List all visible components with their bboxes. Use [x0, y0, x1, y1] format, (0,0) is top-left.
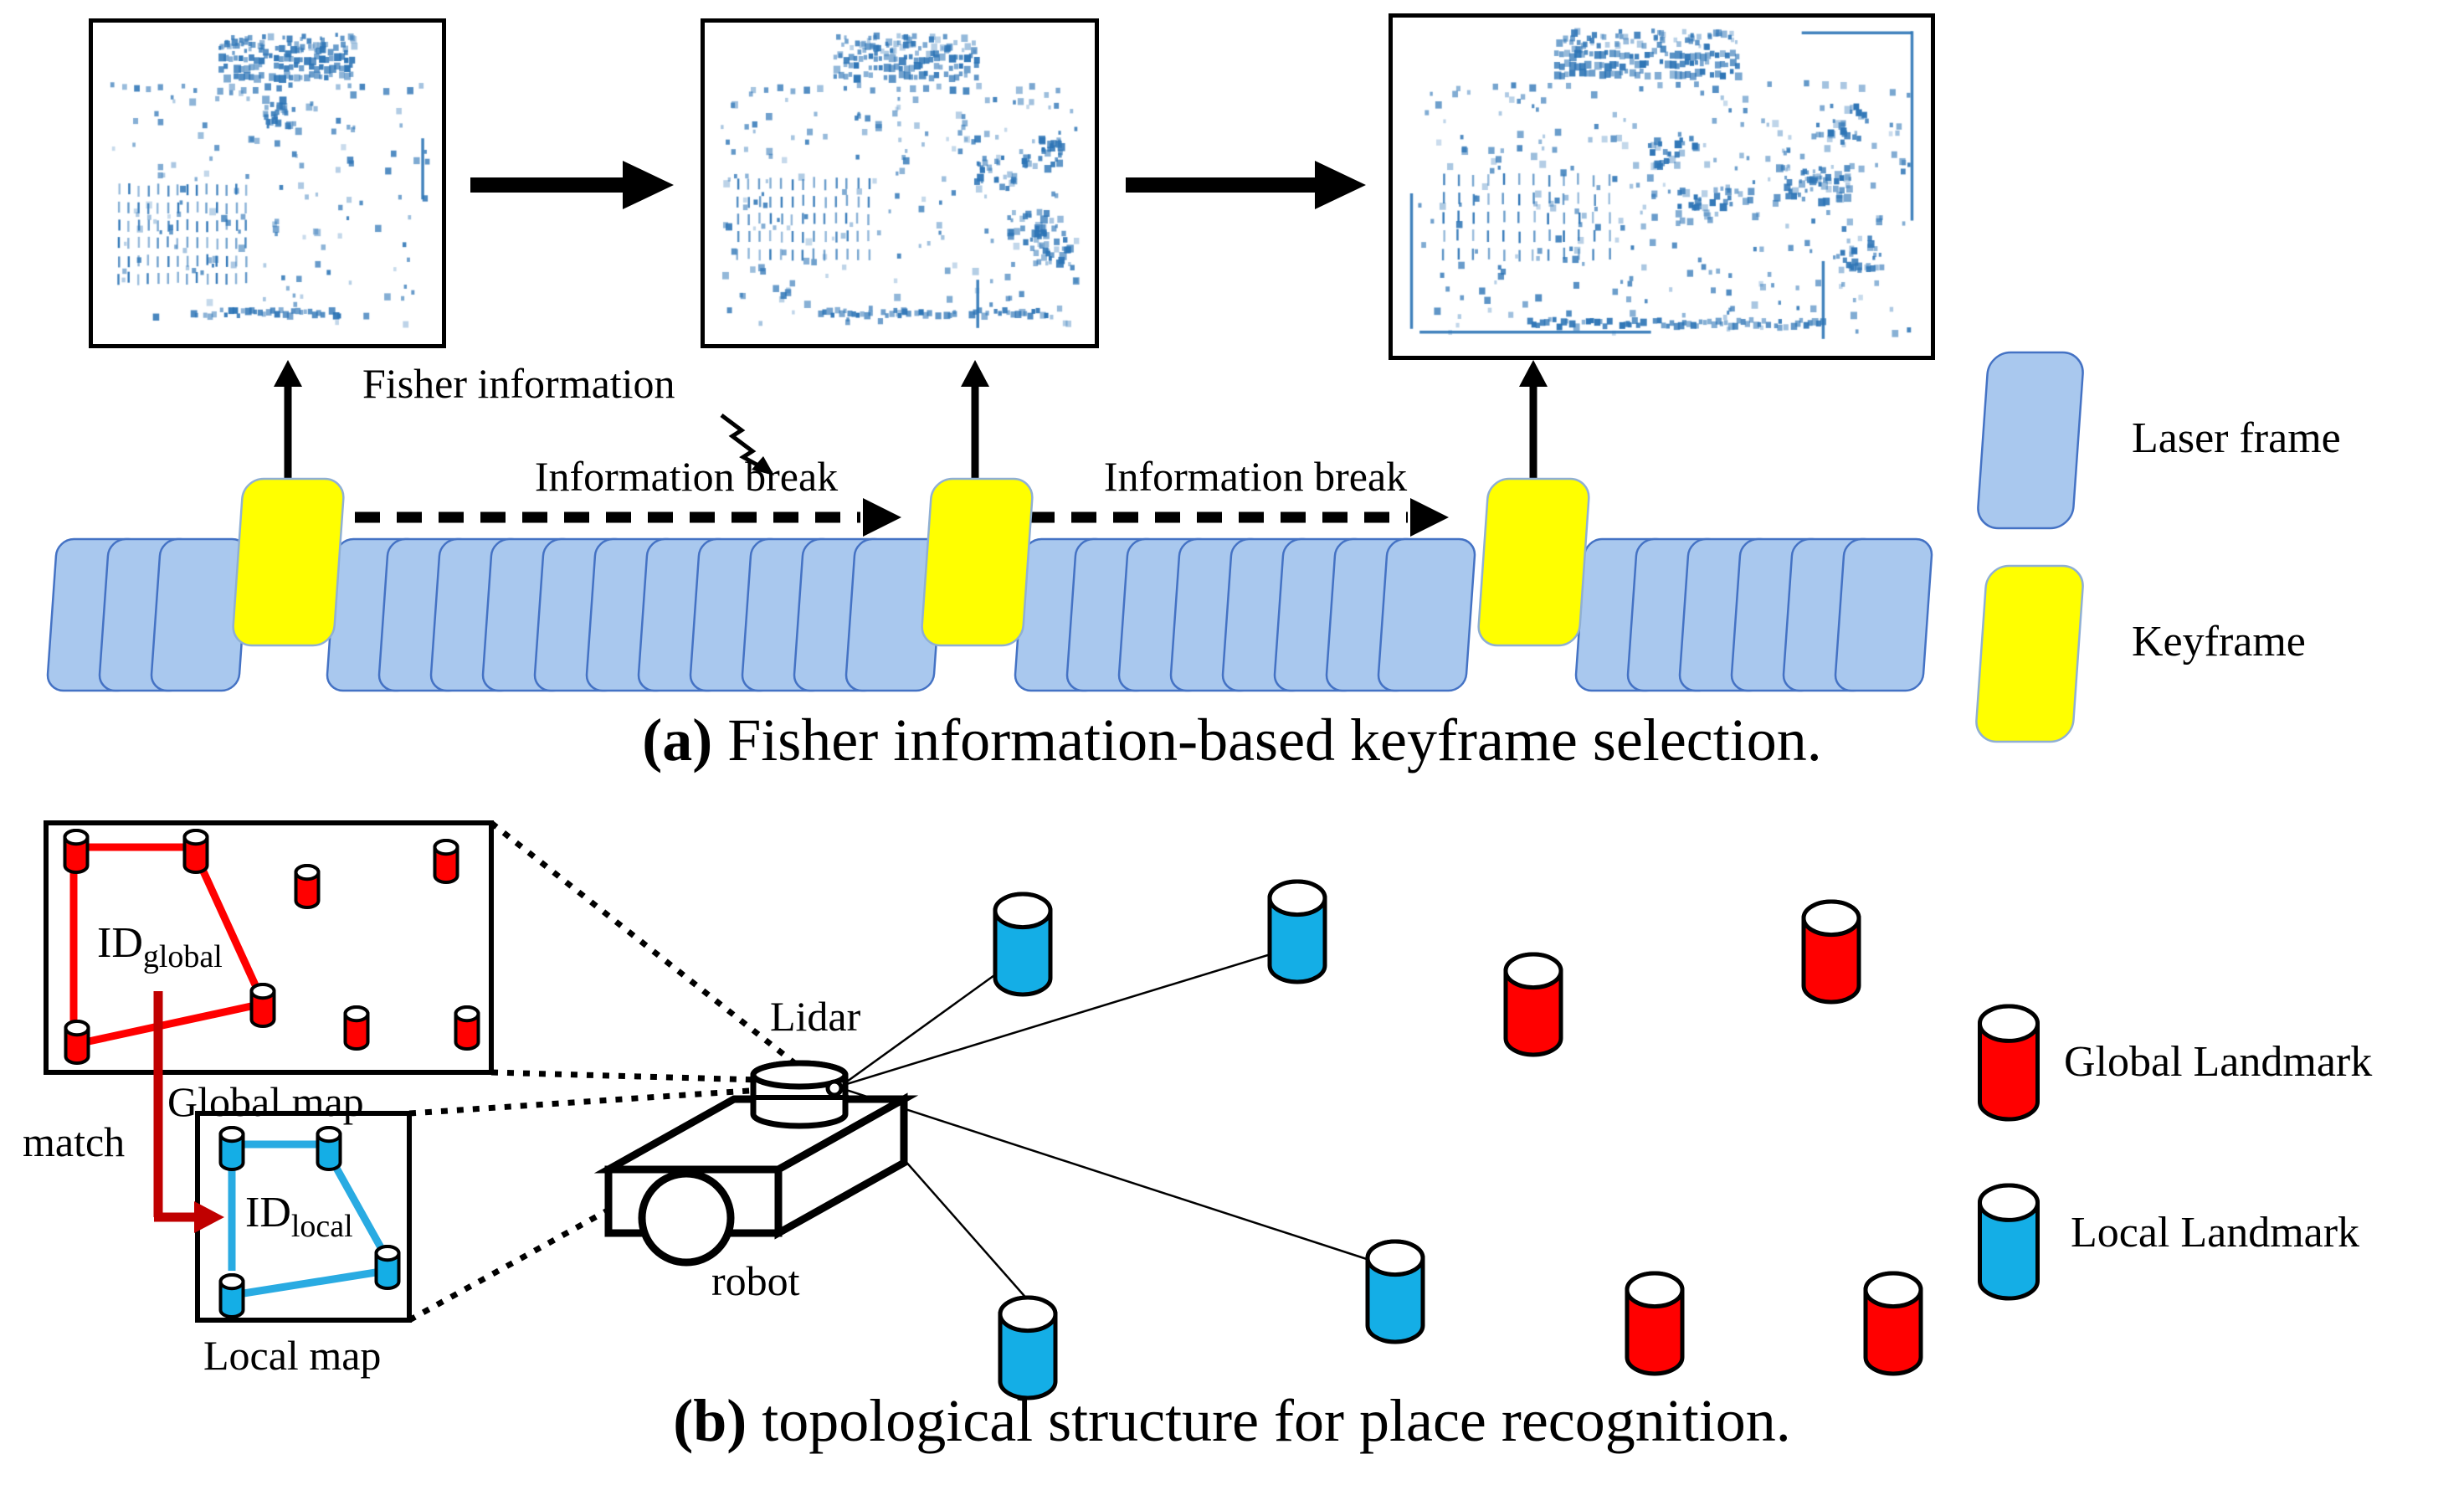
global-map-node-cylinder-top — [182, 829, 209, 846]
global-map-node-cylinder-top — [63, 829, 90, 846]
keyframe — [921, 477, 1034, 647]
robot-label: robot — [711, 1257, 800, 1304]
scan-arrow-head — [623, 161, 674, 209]
local-map-node-cylinder-top — [374, 1245, 401, 1262]
keyframe-up-arrow-shaft — [1529, 383, 1537, 483]
local-map-node-cylinder-top — [218, 1126, 245, 1144]
local-landmark-cylinder-top — [1267, 879, 1327, 917]
legend-laser-frame-swatch — [1977, 351, 2084, 530]
id-local-label: IDlocal — [245, 1189, 353, 1244]
global-landmark-cylinder-top — [1863, 1271, 1923, 1309]
global-landmark-cylinder-top — [1625, 1271, 1685, 1309]
legend-local-landmark-cylinder-top — [1978, 1183, 2040, 1222]
caption-b-index: (b) — [673, 1387, 747, 1454]
keyframe — [1477, 477, 1590, 647]
caption-a-text: Fisher information-based keyframe select… — [712, 707, 1822, 773]
keyframe-up-arrow-head — [1519, 360, 1548, 387]
scan-arrow-shaft — [1126, 177, 1318, 193]
global-map-label: Global map — [167, 1078, 364, 1125]
legend-global-landmark-label: Global Landmark — [2064, 1038, 2373, 1086]
scan-arrow-shaft — [470, 177, 626, 193]
local-map-label: Local map — [203, 1332, 382, 1379]
global-landmark-cylinder-top — [1801, 899, 1861, 938]
local-landmark-cylinder-top — [993, 892, 1053, 930]
information-break-arrow-head — [863, 498, 901, 537]
global-map-edge — [195, 861, 265, 1000]
local-map-edge — [331, 1161, 385, 1251]
fisher-squiggle-arrow — [720, 414, 760, 468]
scan-arrow-head — [1315, 161, 1366, 209]
id-global-label: IDglobal — [97, 919, 223, 974]
laser-scan-3-box — [1389, 13, 1935, 360]
match-label: match — [23, 1118, 126, 1165]
lidar-sensor-circle — [825, 1079, 844, 1097]
local-map-node-cylinder-top — [218, 1273, 245, 1291]
laser-frame — [1377, 537, 1476, 692]
local-landmark-cylinder-top — [998, 1295, 1058, 1334]
global-map-node-cylinder-top — [433, 839, 459, 856]
global-map-node-cylinder-top — [343, 1005, 370, 1023]
laser-scan-3 — [1393, 18, 1931, 356]
information-break-arrow-head — [1410, 498, 1449, 537]
laser-scan-2-box — [701, 18, 1099, 348]
keyframe-up-arrow-head — [274, 360, 302, 387]
legend-keyframe-label: Keyframe — [2132, 618, 2306, 666]
map-projection-dotted-line — [490, 1069, 790, 1084]
robot-wheel — [638, 1169, 735, 1267]
global-map-node-cylinder-top — [454, 1005, 480, 1023]
lidar-sight-line — [840, 953, 1271, 1087]
keyframe — [232, 477, 345, 647]
caption-a: (a) Fisher information-based keyframe se… — [0, 706, 2464, 775]
laser-scan-1-box — [89, 18, 446, 348]
caption-a-index: (a) — [642, 707, 713, 773]
lidar-sight-line — [840, 969, 1001, 1087]
fisher-information-label: Fisher information — [362, 360, 675, 407]
caption-b: (b) topological structure for place reco… — [0, 1386, 2464, 1456]
legend-laser-frame-label: Laser frame — [2132, 414, 2341, 462]
keyframe-up-arrow-head — [961, 360, 989, 387]
local-map-node-cylinder-top — [316, 1126, 342, 1144]
global-map-node-cylinder-top — [249, 983, 276, 1000]
legend-local-landmark-label: Local Landmark — [2071, 1209, 2360, 1257]
caption-b-text: topological structure for place recognit… — [747, 1387, 1791, 1454]
information-break-label-1: Information break — [534, 453, 839, 500]
information-break-label-2: Information break — [1103, 453, 1408, 500]
global-map-node-cylinder-top — [294, 864, 321, 881]
fisher-squiggle-arrow-head — [752, 456, 774, 475]
lidar-sight-line — [840, 1087, 1370, 1262]
local-landmark-cylinder-top — [1365, 1239, 1425, 1277]
match-arrow-head — [194, 1201, 224, 1233]
global-map-box — [44, 820, 494, 1075]
laser-scan-1 — [93, 23, 442, 344]
global-map-edge — [88, 1002, 252, 1046]
map-projection-dotted-line — [489, 820, 799, 1067]
keyframe-up-arrow-shaft — [284, 383, 292, 483]
lidar-cylinder-top — [750, 1060, 849, 1090]
lidar-label: Lidar — [770, 993, 861, 1040]
keyframe-up-arrow-shaft — [971, 383, 979, 483]
legend-keyframe-swatch — [1975, 564, 2084, 743]
local-map-edge — [243, 1268, 377, 1298]
global-map-node-cylinder-top — [64, 1020, 90, 1037]
legend-global-landmark-cylinder-top — [1978, 1004, 2040, 1043]
laser-frame — [1834, 537, 1933, 692]
laser-scan-2 — [705, 23, 1095, 344]
global-landmark-cylinder-top — [1503, 952, 1563, 990]
